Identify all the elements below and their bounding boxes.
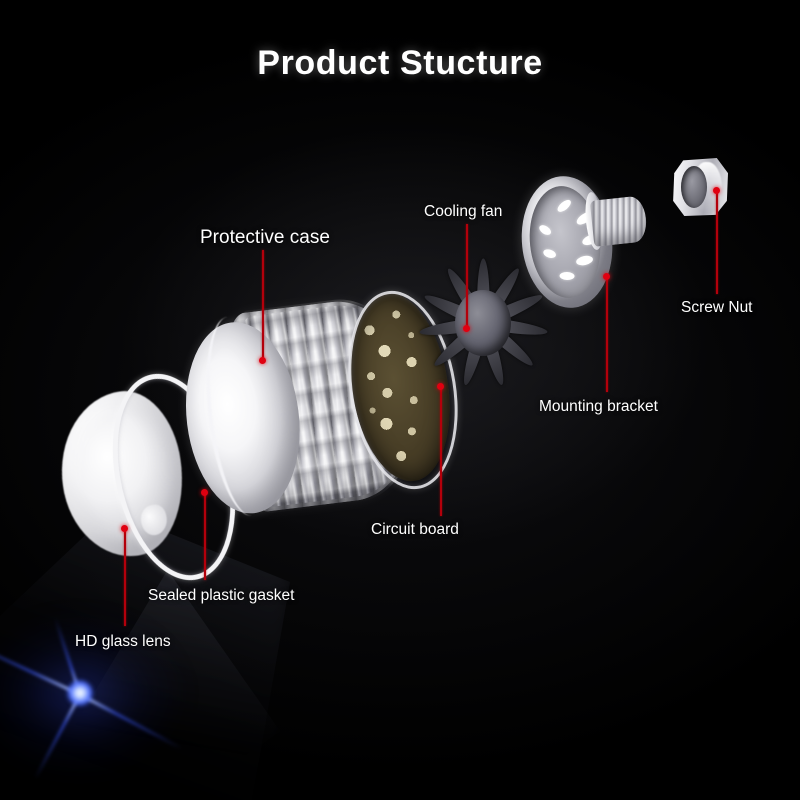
bracket-vent-slot [575, 254, 594, 267]
leader-dot-screw-nut [712, 186, 720, 194]
bracket-vent-slot [542, 247, 558, 260]
leader-line-protective-case [262, 250, 264, 360]
callout-label-sealed-plastic-gasket: Sealed plastic gasket [148, 587, 295, 604]
callout-label-mounting-bracket: Mounting bracket [539, 398, 658, 415]
bracket-vent-slot [555, 197, 573, 215]
leader-line-sealed-plastic-gasket [204, 492, 206, 580]
fan-hub [455, 290, 511, 356]
callout-label-hd-glass-lens: HD glass lens [75, 633, 171, 650]
callout-label-screw-nut: Screw Nut [681, 299, 753, 316]
callout-label-protective-case: Protective case [200, 227, 330, 248]
bracket-vent-slot [537, 223, 553, 237]
callout-label-circuit-board: Circuit board [371, 521, 459, 538]
leader-dot-protective-case [258, 356, 266, 364]
leader-dot-hd-glass-lens [120, 524, 128, 532]
screw-nut-bore [681, 166, 707, 208]
leader-dot-cooling-fan [462, 324, 470, 332]
leader-dot-sealed-plastic-gasket [200, 488, 208, 496]
leader-line-circuit-board [440, 386, 442, 516]
bracket-vent-slot [559, 271, 575, 281]
leader-line-hd-glass-lens [124, 528, 126, 626]
callout-label-cooling-fan: Cooling fan [424, 203, 503, 220]
leader-dot-circuit-board [436, 382, 444, 390]
mounting-bracket-threaded-stem [589, 195, 649, 247]
leader-line-screw-nut [716, 190, 718, 294]
blue-flare-core [67, 680, 93, 706]
cooling-fan-part [416, 252, 548, 394]
leader-line-mounting-bracket [606, 276, 608, 392]
page-title: Product Stucture [257, 44, 543, 82]
leader-line-cooling-fan [466, 224, 468, 328]
leader-dot-mounting-bracket [602, 272, 610, 280]
